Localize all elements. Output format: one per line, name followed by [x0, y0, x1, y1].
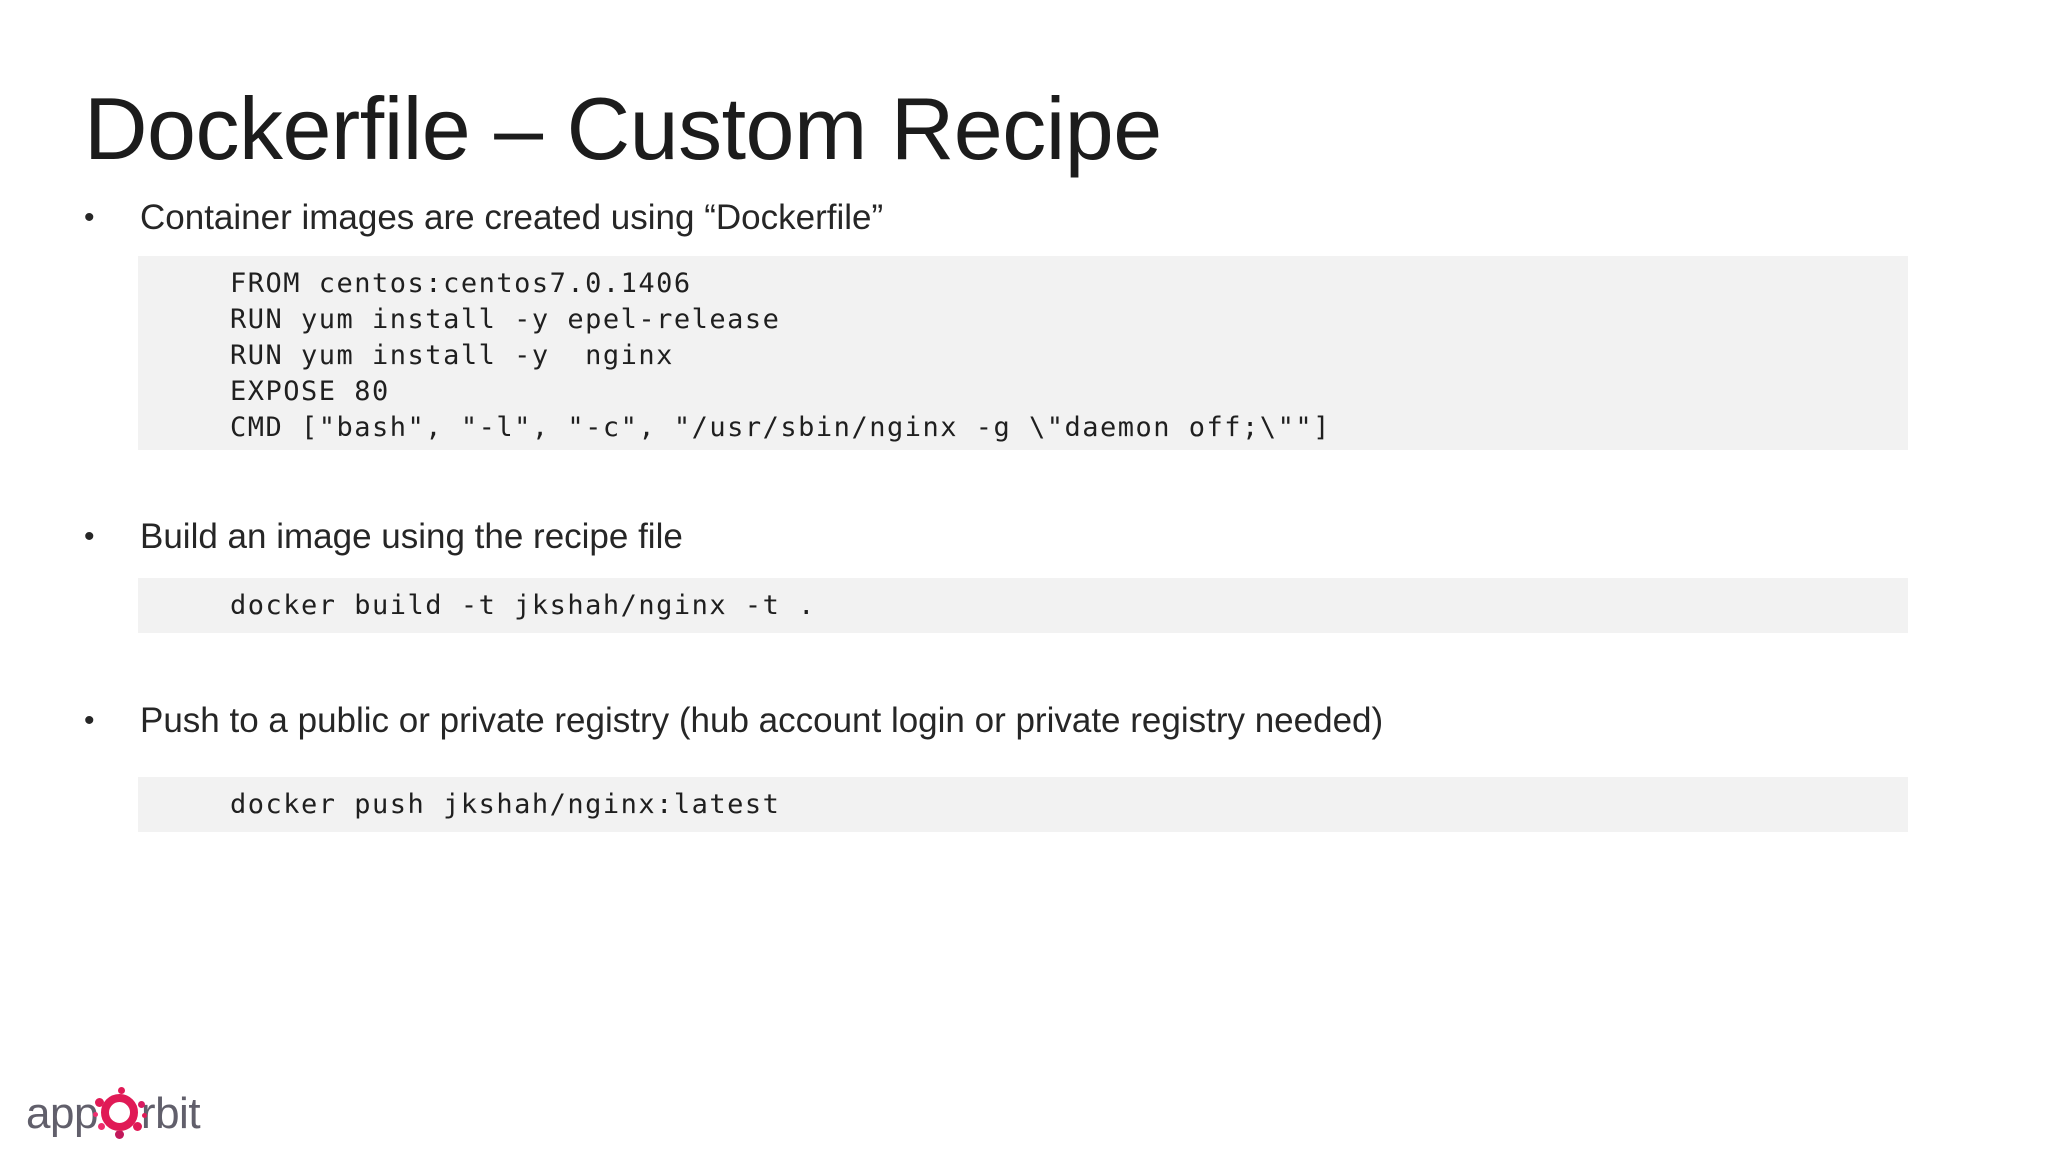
logo-text-prefix: app — [26, 1089, 98, 1138]
bullet-text: Build an image using the recipe file — [140, 517, 683, 556]
bullet-text: Push to a public or private registry (hu… — [140, 701, 1384, 740]
bullet-dot-icon: • — [84, 520, 95, 553]
bullet-dot-icon: • — [84, 201, 95, 234]
bullet-text: Container images are created using “Dock… — [140, 198, 884, 237]
code-block-docker-build: docker build -t jkshah/nginx -t . — [138, 578, 1908, 633]
page-title: Dockerfile – Custom Recipe — [84, 78, 1162, 178]
code-block-docker-push: docker push jkshah/nginx:latest — [138, 777, 1908, 832]
bullet-item-push-registry: • Push to a public or private registry (… — [84, 699, 1383, 743]
bullet-item-build-image: • Build an image using the recipe file — [84, 515, 683, 559]
code-block-dockerfile: FROM centos:centos7.0.1406 RUN yum insta… — [138, 256, 1908, 450]
logo-o-splatter-icon — [100, 1093, 138, 1131]
bullet-dot-icon: • — [84, 704, 95, 737]
bullet-item-container-images: • Container images are created using “Do… — [84, 196, 883, 240]
apporbit-logo: app rbit — [26, 1086, 201, 1142]
logo-text-suffix: rbit — [140, 1089, 201, 1138]
